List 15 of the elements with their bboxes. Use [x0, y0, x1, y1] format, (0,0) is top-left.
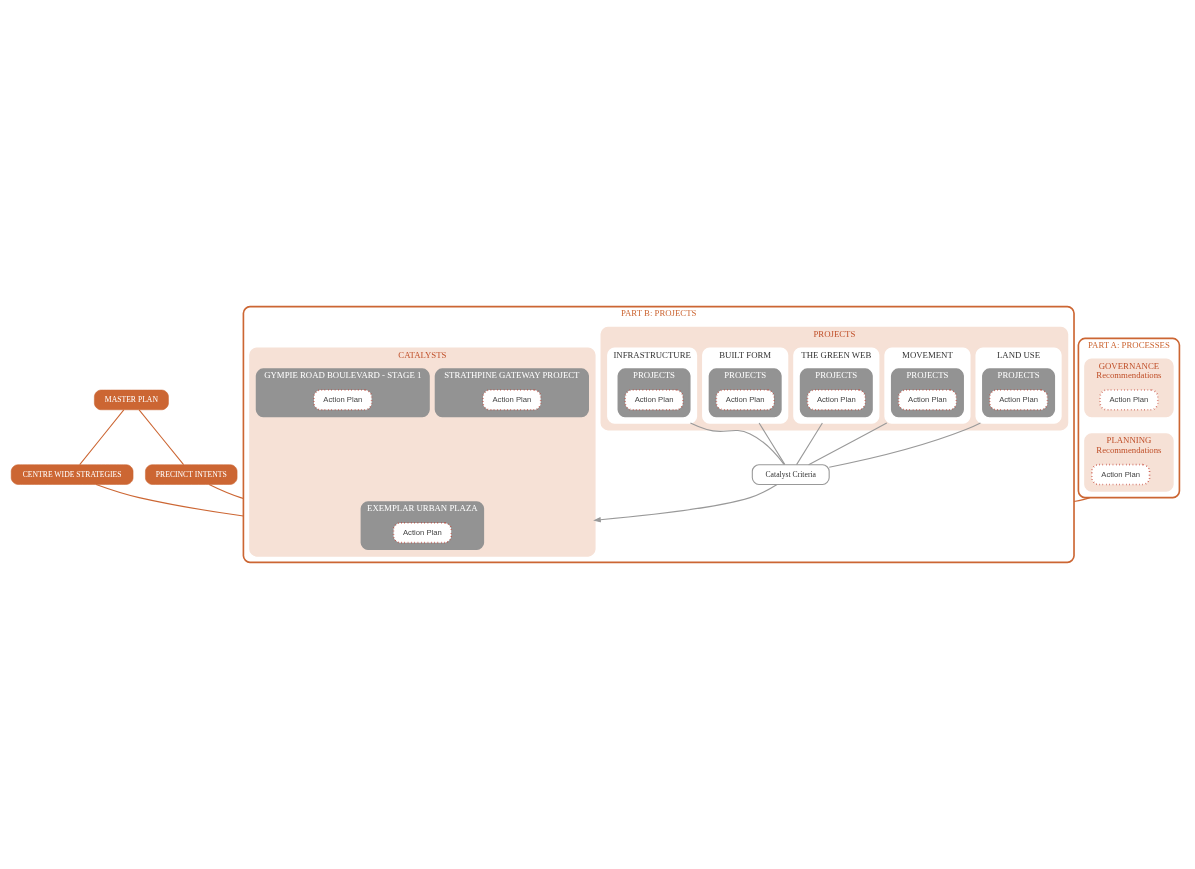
connector: [758, 422, 786, 466]
connector: [808, 422, 888, 466]
node-box: Catalyst Criteria: [751, 464, 830, 485]
connector: [208, 483, 244, 500]
node-box: PRECINCT INTENTS: [145, 464, 238, 485]
arrow: [593, 483, 778, 523]
connector: [828, 422, 981, 468]
connector: [796, 422, 823, 466]
node-box: CENTRE WIDE STRATEGIES: [10, 464, 134, 485]
connector: [95, 483, 244, 517]
connector: [138, 409, 185, 466]
connector: [79, 409, 125, 466]
connector: [1073, 497, 1091, 503]
connector: [689, 422, 785, 466]
node-box: MASTER PLAN: [94, 389, 169, 411]
